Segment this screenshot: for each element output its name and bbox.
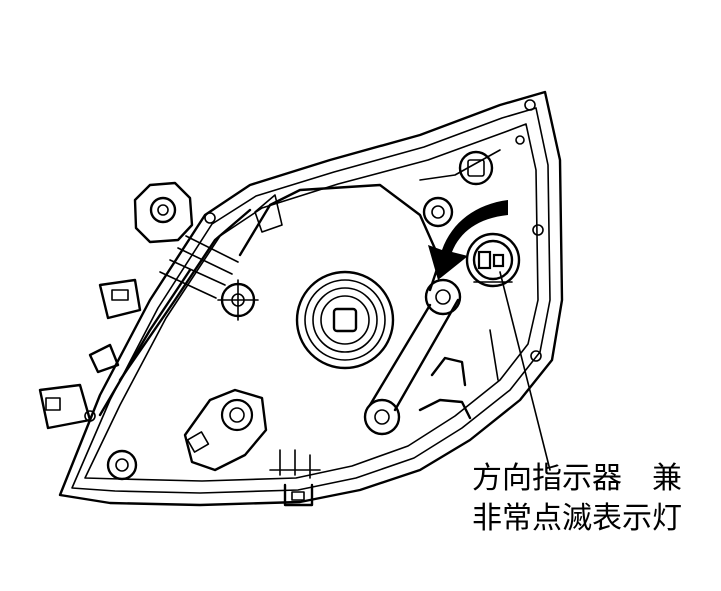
- bulb-socket-icon: [465, 232, 521, 288]
- upper-bezel: [238, 183, 442, 292]
- callout-label-line2: 非常点滅表示灯: [472, 501, 682, 536]
- left-mounting-bracket: [38, 181, 194, 430]
- bottom-tab: [269, 449, 321, 507]
- callout-leader-line: [499, 271, 551, 471]
- center-adjuster: [295, 270, 395, 370]
- callout-label-line1: 方向指示器 兼: [472, 461, 682, 496]
- lower-right-hook: [418, 329, 499, 420]
- upper-right-connectors: [419, 149, 501, 228]
- screw-holes: [84, 99, 544, 422]
- diagonal-strut: [363, 278, 462, 436]
- curved-arrow-counterclockwise-icon: [428, 200, 508, 280]
- crosshair-fitting: [217, 279, 259, 321]
- lower-left-socket: [106, 388, 268, 481]
- housing-ribs: [98, 208, 252, 417]
